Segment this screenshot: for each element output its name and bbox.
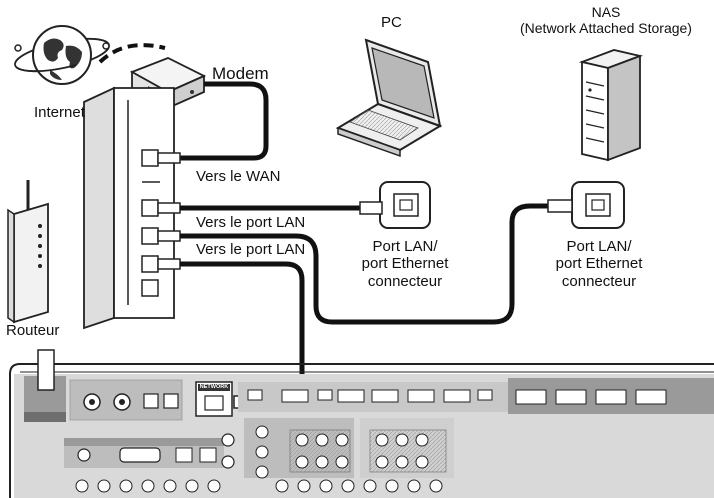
av-receiver-rear-panel	[9, 349, 714, 498]
ethernet-port-icon	[141, 149, 159, 297]
modem-label: Modem	[212, 64, 269, 83]
pc-port-label-line3: connecteur	[367, 272, 443, 290]
cable-router-to-nas	[180, 203, 548, 325]
nas-label: NAS (Network Attached Storage)	[500, 4, 712, 36]
pc-port-label-line2: port Ethernet	[361, 255, 449, 273]
internet-label: Internet	[34, 104, 85, 121]
nas-port-callout	[547, 181, 625, 229]
nas-label-line2: (Network Attached Storage)	[520, 20, 692, 37]
nas-label-line1: NAS	[591, 4, 621, 20]
router-port-panel	[83, 86, 181, 330]
router-label: Routeur	[6, 322, 60, 339]
nas-port-label-line3: connecteur	[561, 272, 637, 290]
nas-port-label-line1: Port LAN/	[566, 238, 632, 255]
router-icon	[7, 180, 49, 324]
internet-dashed-link	[98, 43, 166, 64]
pc-port-label-line1: Port LAN/	[372, 238, 438, 255]
lan-connection-label-1: Vers le port LAN	[196, 214, 306, 231]
globe-icon	[14, 25, 110, 85]
cable-modem-to-wan	[178, 81, 269, 161]
laptop-icon	[335, 38, 443, 158]
nas-port-label: Port LAN/ port Ethernet connecteur	[534, 238, 664, 290]
lan-connection-label-2: Vers le port LAN	[196, 241, 306, 258]
nas-tower-icon	[578, 49, 644, 162]
pc-label: PC	[381, 14, 402, 31]
pc-port-label: Port LAN/ port Ethernet connecteur	[340, 238, 470, 290]
nas-port-label-line2: port Ethernet	[555, 255, 643, 273]
wan-connection-label: Vers le WAN	[196, 168, 281, 185]
network-jack-label: NETWORK	[199, 384, 229, 390]
pc-port-callout	[359, 181, 431, 229]
